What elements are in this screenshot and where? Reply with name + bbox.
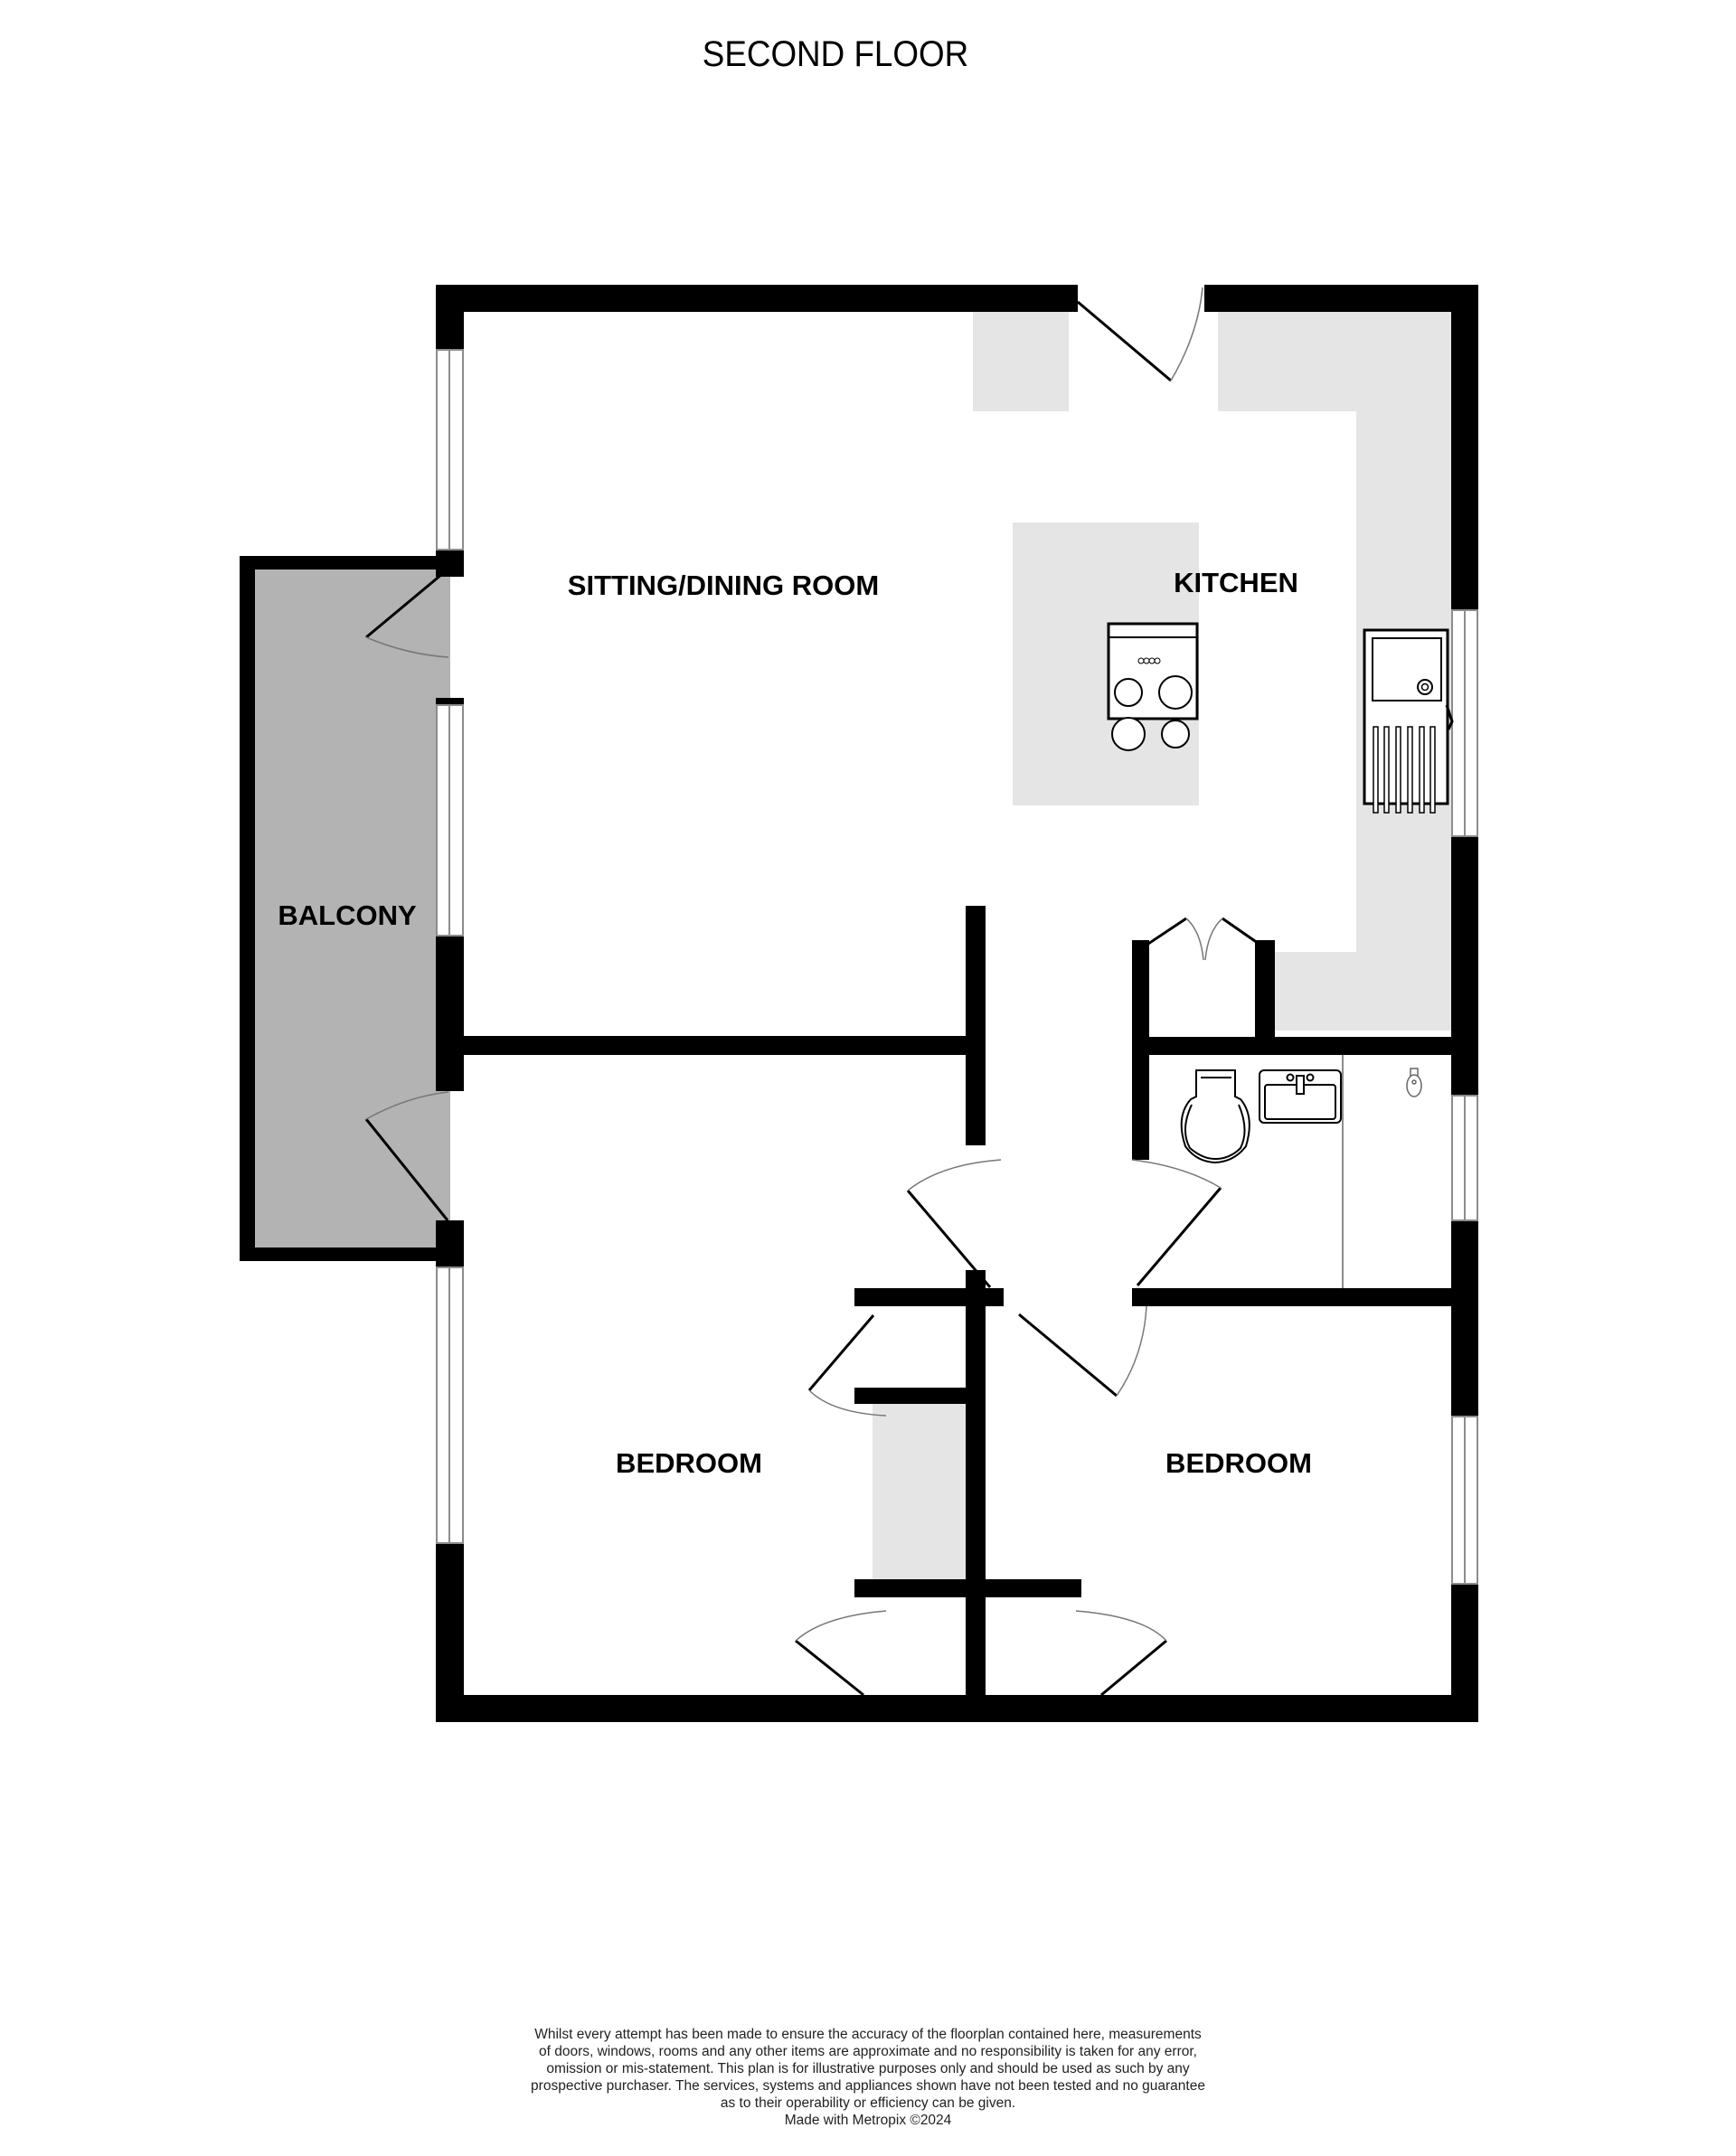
room-label-kitchen: KITCHEN: [1174, 567, 1298, 598]
wardrobe-door-upper: [807, 1314, 887, 1417]
disclaimer: Whilst every attempt has been made to en…: [470, 2026, 1266, 2129]
balcony-door-lower: [364, 1091, 449, 1221]
room-label-balcony: BALCONY: [278, 899, 417, 931]
kitchen-sink-icon: [1363, 628, 1454, 814]
disclaimer-line: prospective purchaser. The services, sys…: [531, 2078, 1205, 2094]
cupboard-double-door: [1142, 917, 1265, 961]
disclaimer-line: omission or mis-statement. This plan is …: [546, 2061, 1190, 2076]
balcony-door-upper: [365, 568, 449, 658]
disclaimer-line: of doors, windows, rooms and any other i…: [538, 2044, 1197, 2059]
disclaimer-line: Whilst every attempt has been made to en…: [534, 2027, 1202, 2042]
basin-icon: [1259, 1069, 1342, 1124]
toilet-icon: [1180, 1069, 1250, 1164]
hob-icon: [1107, 622, 1199, 751]
internal-walls: [464, 906, 1478, 1722]
disclaimer-line: as to their operability or efficiency ca…: [720, 2095, 1016, 2111]
credit: Made with Metropix ©2024: [784, 2113, 952, 2128]
wardrobe-door-lower: [795, 1610, 887, 1697]
room-label-bedroom-1: BEDROOM: [616, 1447, 762, 1479]
room-label-sitting-dining: SITTING/DINING ROOM: [567, 570, 880, 601]
wc-door: [1131, 1159, 1222, 1286]
wardrobe-fill: [873, 1404, 966, 1579]
entrance-door: [1077, 287, 1203, 382]
bedroom1-door: [906, 1159, 1002, 1288]
bedroom2-wardrobe-door: [1075, 1610, 1167, 1697]
windows: [436, 349, 1478, 1585]
room-label-bedroom-2: BEDROOM: [1165, 1447, 1312, 1479]
floor-title: SECOND FLOOR: [702, 34, 969, 74]
hand-basin-icon: [1406, 1068, 1422, 1097]
doors: [364, 287, 1265, 1697]
balcony: [240, 556, 450, 1261]
bedroom2-door: [1018, 1305, 1147, 1398]
